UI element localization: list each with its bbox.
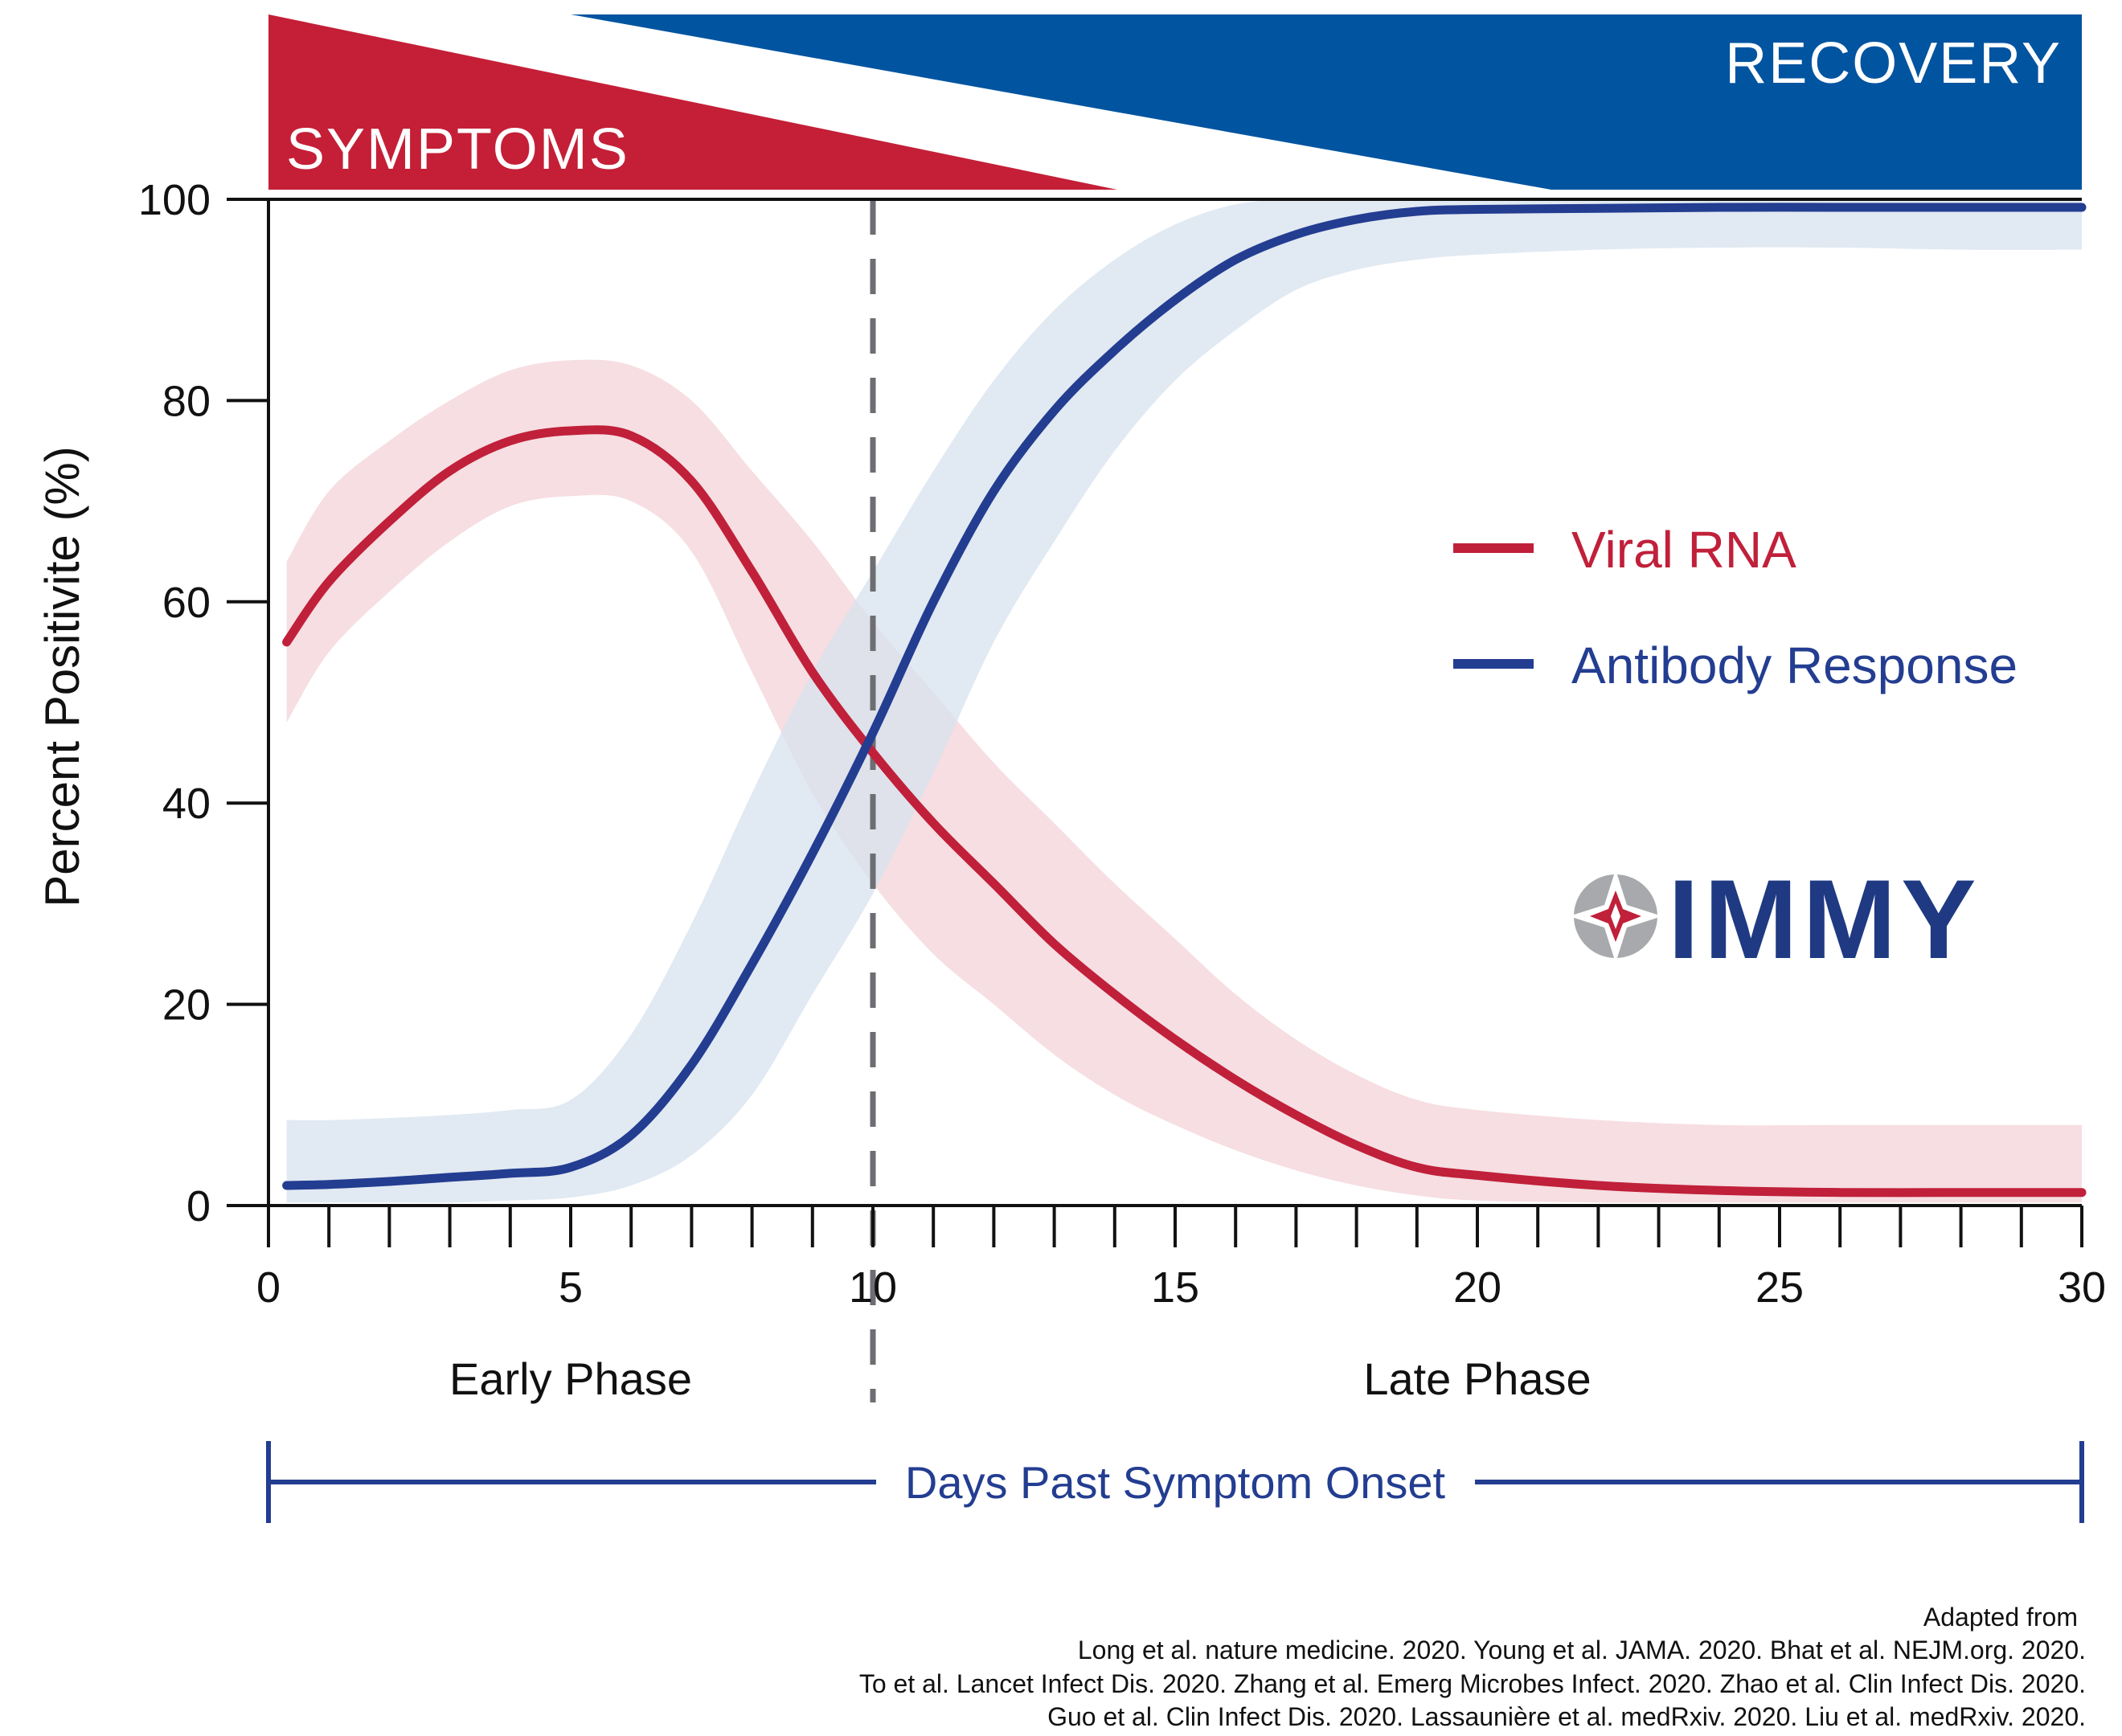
line-antibody-response — [282, 203, 2087, 1190]
x-tick-label: 30 — [2058, 1263, 2106, 1312]
citation-line-0: Adapted from — [1923, 1603, 2078, 1632]
immy-logo: IMMY — [1569, 856, 1981, 982]
axes — [227, 198, 2083, 1247]
phase-label-late-phase: Late Phase — [1363, 1353, 1591, 1404]
y-tick-label: 20 — [162, 981, 211, 1030]
tick-labels: 0 5 10 15 20 25 30 0 20 40 60 80 100 — [138, 176, 2106, 1312]
series-lines — [282, 203, 2087, 1198]
days-bracket: Days Past Symptom Onset — [266, 1441, 2084, 1523]
recovery-banner — [571, 14, 2082, 190]
citations: Adapted from Long et al. nature medicine… — [859, 1603, 2086, 1731]
legend-label-viral-rna: Viral RNA — [1571, 521, 1796, 579]
y-tick-label: 80 — [162, 377, 211, 425]
x-tick-label: 0 — [256, 1263, 281, 1312]
y-axis-label: Percent Positivite (%) — [35, 446, 89, 907]
confidence-bands — [286, 199, 2082, 1203]
legend-label-antibody-response: Antibody Response — [1571, 637, 2018, 694]
legend: Viral RNA Antibody Response — [1453, 521, 2018, 694]
band-viral-rna — [286, 359, 2082, 1203]
x-tick-label: 20 — [1453, 1263, 1501, 1312]
logo-wordmark: IMMY — [1668, 856, 1981, 982]
compass-star-icon — [1569, 870, 1662, 963]
y-tick-label: 40 — [162, 780, 211, 828]
line-viral-rna — [282, 425, 2087, 1198]
recovery-banner-label: RECOVERY — [1725, 31, 2062, 96]
x-axis-label: Days Past Symptom Onset — [905, 1457, 1446, 1508]
x-tick-label: 15 — [1151, 1263, 1199, 1312]
citation-line-1: Long et al. nature medicine. 2020. Young… — [1078, 1636, 2086, 1664]
y-tick-label: 100 — [138, 176, 211, 224]
x-tick-label: 25 — [1755, 1263, 1804, 1312]
citation-line-2: To et al. Lancet Infect Dis. 2020. Zhang… — [859, 1669, 2086, 1698]
y-tick-label: 0 — [186, 1182, 211, 1230]
phase-labels: Early Phase Late Phase — [449, 1353, 1592, 1404]
citation-line-3: Guo et al. Clin Infect Dis. 2020. Lassau… — [1047, 1702, 2086, 1731]
x-tick-label: 5 — [559, 1263, 583, 1312]
band-antibody-response — [286, 199, 2082, 1203]
y-tick-label: 60 — [162, 579, 211, 627]
phase-label-early-phase: Early Phase — [449, 1353, 692, 1404]
symptoms-banner — [268, 14, 1117, 190]
x-tick-label: 10 — [849, 1263, 897, 1312]
symptoms-banner-label: SYMPTOMS — [286, 117, 629, 182]
